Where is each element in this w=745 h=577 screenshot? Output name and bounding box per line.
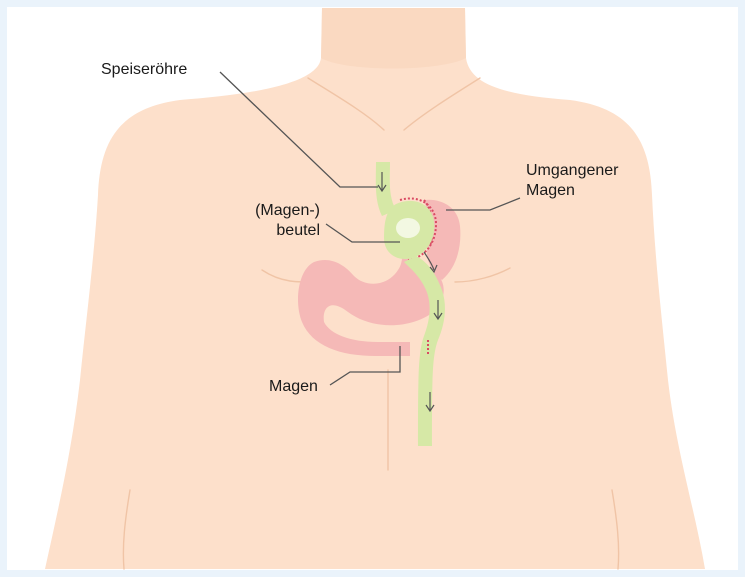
label-esophagus: Speiseröhre [101,60,187,80]
neck-shadow [321,8,466,69]
label-bypassed-stomach: Umgangener Magen [526,161,619,201]
label-pouch-line1: (Magen-) [228,201,320,221]
label-pouch: (Magen-) beutel [228,201,320,241]
pouch-highlight [396,218,420,238]
label-pouch-line2: beutel [228,221,320,241]
label-bypassed-line1: Umgangener [526,161,619,181]
label-bypassed-line2: Magen [526,181,619,201]
label-stomach: Magen [269,377,318,397]
